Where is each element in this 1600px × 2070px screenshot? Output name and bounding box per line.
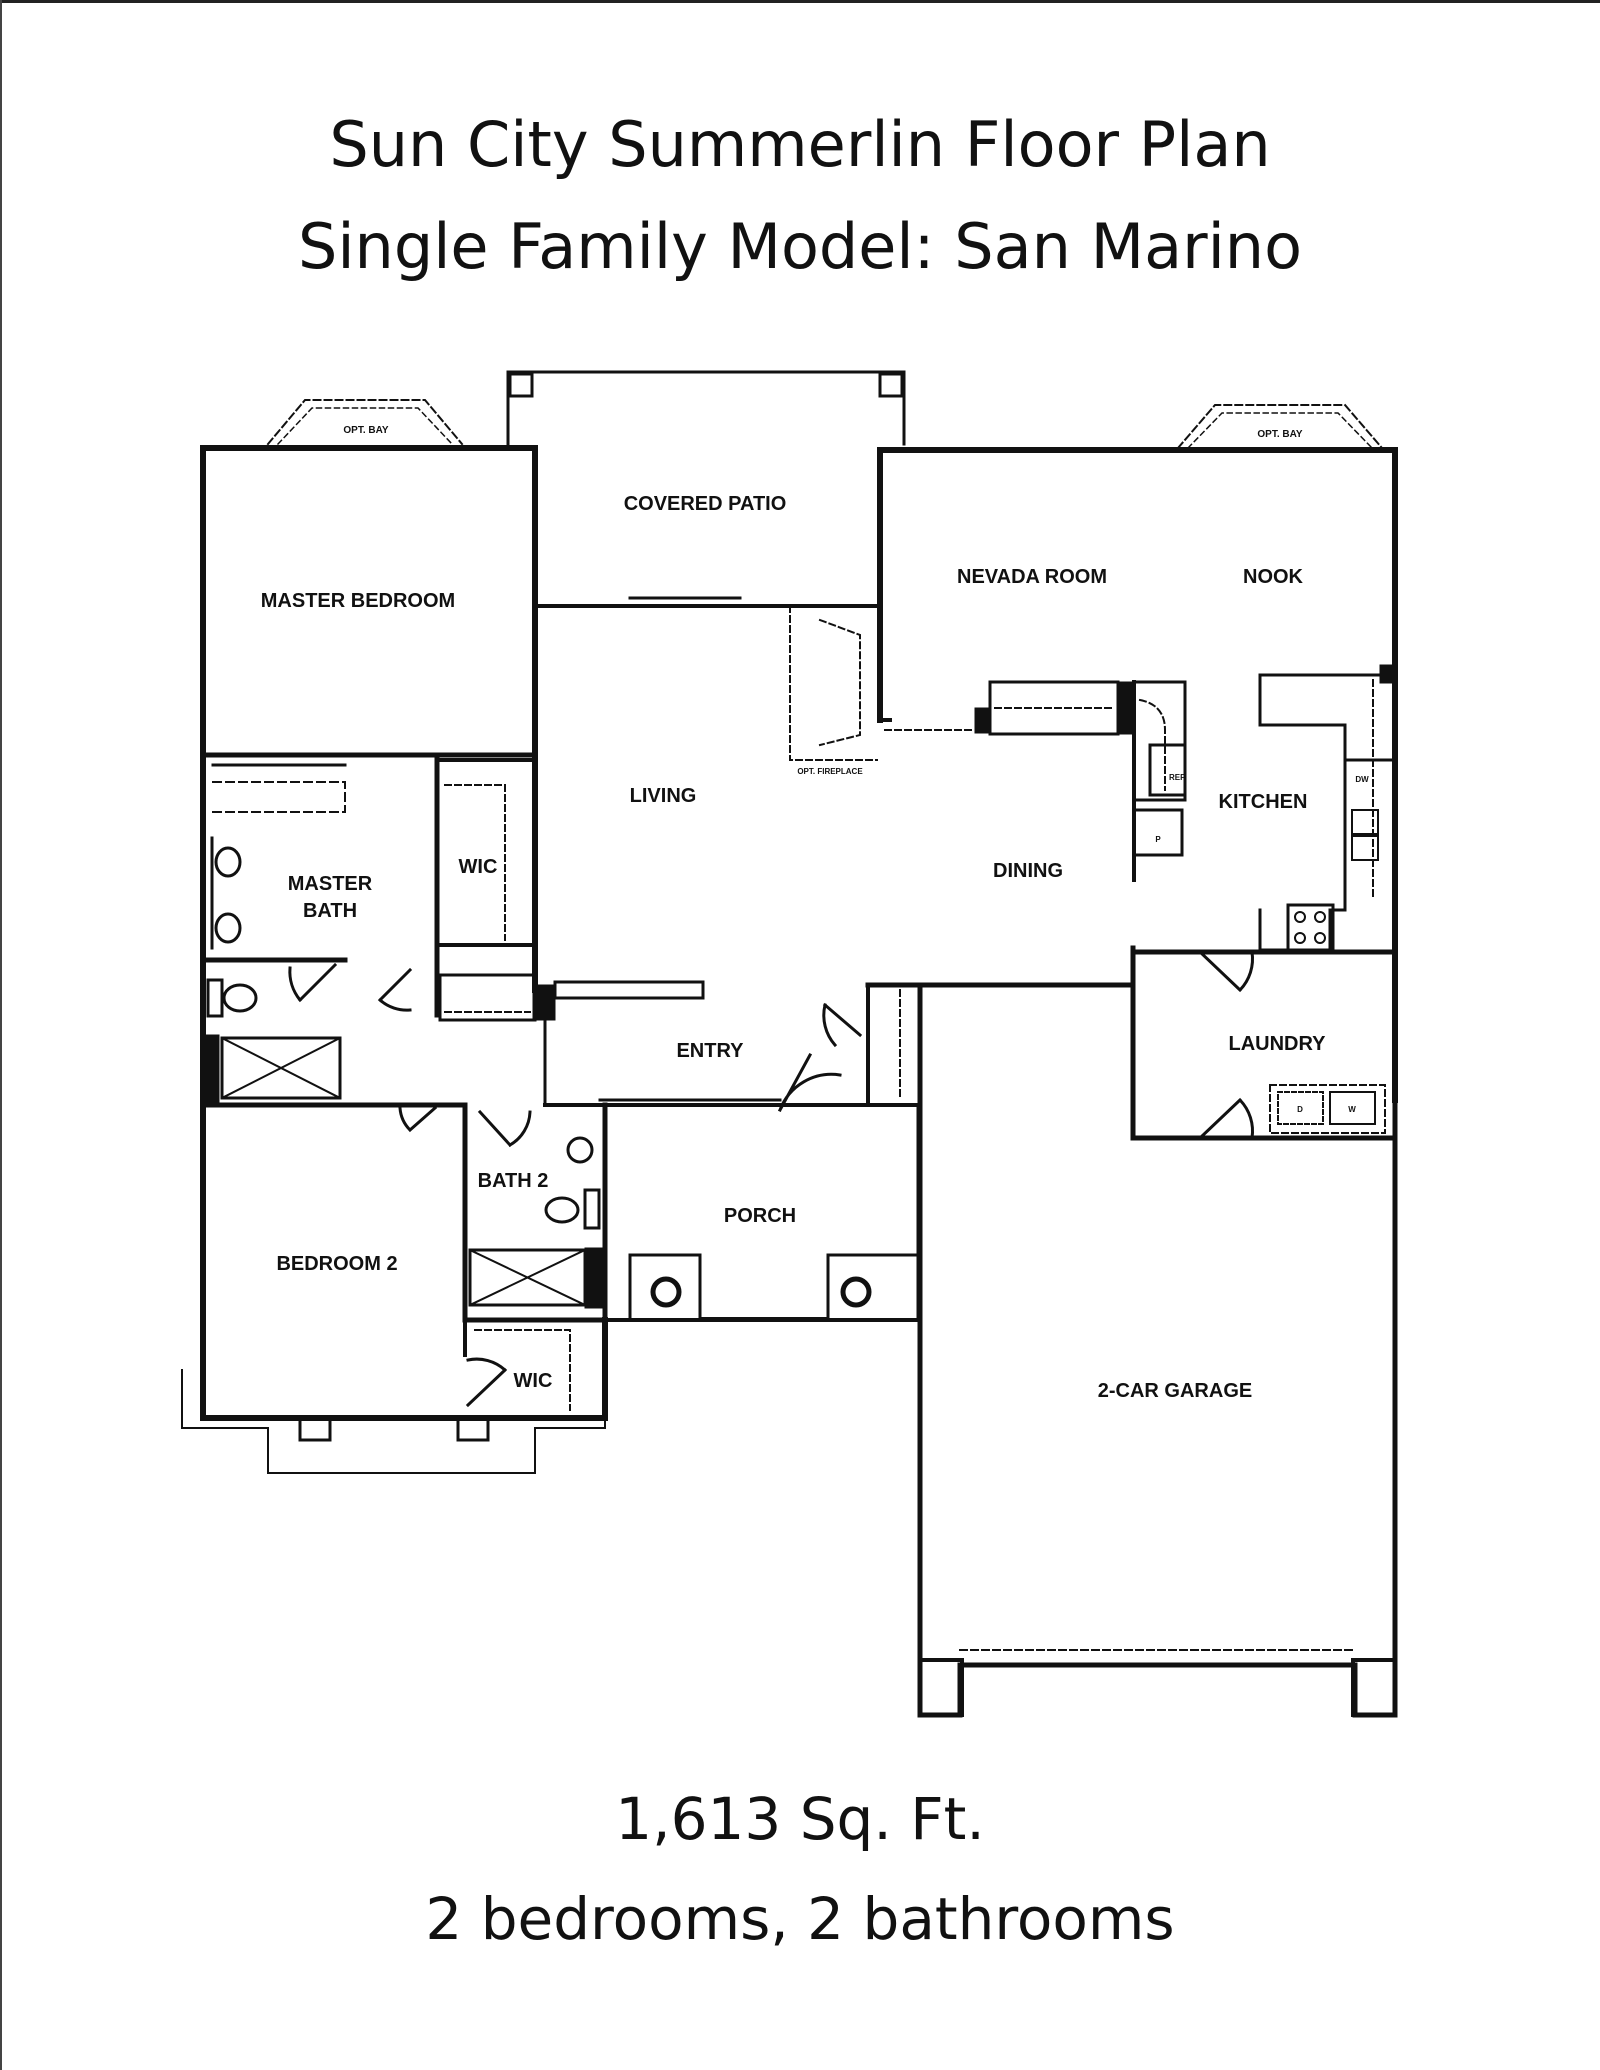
square-footage: 1,613 Sq. Ft.	[615, 1785, 985, 1853]
label-master-bath-line2: BATH	[303, 900, 357, 922]
range	[1286, 903, 1335, 952]
porch-column-left	[650, 1276, 682, 1308]
dryer	[1277, 1091, 1324, 1125]
entry-closet-door-1	[822, 1002, 863, 1048]
opt-bay-inner-right	[1186, 412, 1374, 450]
range-burner-4	[1314, 932, 1326, 944]
washer-dryer-space	[1269, 1084, 1386, 1134]
patio-post-right	[878, 372, 904, 398]
master-wic-shelf	[444, 784, 506, 941]
master-shower-x2	[220, 1036, 342, 1100]
master-closet-dashed	[212, 781, 346, 813]
bedrooms-bathrooms: 2 bedrooms, 2 bathrooms	[425, 1885, 1175, 1953]
label-bath2: BATH 2	[478, 1170, 549, 1192]
label-dishwasher: DW	[1355, 775, 1369, 784]
fireplace-hearth	[818, 618, 861, 747]
pantry	[1132, 808, 1184, 857]
washer	[1329, 1091, 1376, 1125]
page-edge-left	[0, 0, 2, 2070]
opt-bay-outline-left	[266, 399, 464, 446]
bedroom2-door	[398, 1105, 438, 1133]
kitchen-column	[1379, 664, 1396, 684]
label-nevada-room: NEVADA ROOM	[957, 566, 1107, 588]
porch-column-left-base	[628, 1253, 702, 1322]
master-shower-wall-block	[202, 1034, 220, 1104]
master-toilet-tank	[206, 978, 224, 1018]
label-master-bath-line1: MASTER	[288, 873, 373, 895]
master-wic-walls	[435, 758, 537, 947]
covered-patio-outline	[506, 370, 906, 446]
bedroom2-window-post-right	[456, 1416, 490, 1442]
label-bedroom2-wic: WIC	[514, 1370, 553, 1392]
label-opt-bay-left: OPT. BAY	[343, 425, 389, 436]
bedroom2-window-post-left	[298, 1416, 332, 1442]
master-hall-door-swing	[377, 967, 413, 1012]
label-opt-fireplace: OPT. FIREPLACE	[797, 767, 863, 776]
porch-column-right	[840, 1276, 872, 1308]
opt-bay-outline-right	[1176, 404, 1384, 450]
bedroom2-bay	[181, 1369, 606, 1474]
range-burner-1	[1294, 911, 1306, 923]
master-sink-1	[214, 846, 242, 878]
bedroom2-wic-door	[465, 1357, 508, 1408]
opt-bay-inner-left	[276, 407, 454, 446]
label-washer: W	[1348, 1105, 1356, 1114]
page-title: Sun City Summerlin Floor Plan	[329, 108, 1271, 181]
label-dining: DINING	[993, 860, 1063, 882]
range-burner-3	[1294, 932, 1306, 944]
label-entry: ENTRY	[676, 1040, 744, 1062]
fireplace-outline	[789, 605, 878, 761]
master-shower	[220, 1036, 342, 1100]
label-living: LIVING	[630, 785, 697, 807]
laundry-door-top	[1197, 949, 1254, 993]
label-dryer: D	[1297, 1105, 1303, 1114]
kitchen-counter-curve	[1138, 698, 1166, 791]
range-burner-2	[1314, 911, 1326, 923]
label-kitchen: KITCHEN	[1219, 791, 1308, 813]
kitchen-sink-left	[1351, 809, 1379, 835]
label-garage: 2-CAR GARAGE	[1098, 1380, 1252, 1402]
kitchen-island-end	[1117, 681, 1135, 735]
bedroom2-wic-dashed	[474, 1329, 571, 1411]
bath2-shower-x2	[468, 1248, 587, 1307]
label-bedroom2: BEDROOM 2	[276, 1253, 397, 1275]
living-half-wall	[553, 980, 705, 1000]
bath2-sink	[566, 1136, 594, 1164]
page-edge-top	[0, 0, 1600, 3]
north-east-walls	[877, 447, 1398, 1103]
patio-post-left	[508, 372, 534, 398]
label-covered-patio: COVERED PATIO	[624, 493, 787, 515]
garage-pier-right	[1351, 1658, 1397, 1717]
label-pantry: P	[1155, 835, 1161, 844]
model-subtitle: Single Family Model: San Marino	[297, 210, 1303, 283]
label-ref: REF	[1169, 773, 1185, 782]
label-opt-bay-right: OPT. BAY	[1257, 429, 1303, 440]
label-laundry: LAUNDRY	[1228, 1033, 1326, 1055]
label-nook: NOOK	[1243, 566, 1304, 588]
refrigerator	[1148, 743, 1187, 797]
label-master-wic: WIC	[459, 856, 498, 878]
garage-pier-left	[918, 1658, 964, 1717]
bath2-door	[477, 1109, 532, 1148]
porch-column-right-base	[826, 1253, 922, 1322]
master-sink-2	[214, 912, 242, 944]
bath2-shower-wall-block	[584, 1247, 606, 1309]
hall-closet	[438, 973, 537, 1022]
living-wall-column	[532, 984, 556, 1021]
entry-closet-door-2	[777, 1052, 842, 1113]
label-porch: PORCH	[724, 1205, 796, 1227]
label-master-bedroom: MASTER BEDROOM	[261, 590, 455, 612]
kitchen-sink-right	[1351, 835, 1379, 861]
kitchen-counter-upper	[1258, 673, 1397, 762]
laundry-door-bottom	[1197, 1097, 1254, 1141]
bath2-toilet-tank	[583, 1188, 601, 1230]
bath2-toilet-bowl	[544, 1196, 580, 1224]
master-toilet-bowl	[222, 983, 258, 1013]
master-bath-door-swing	[288, 962, 338, 1003]
